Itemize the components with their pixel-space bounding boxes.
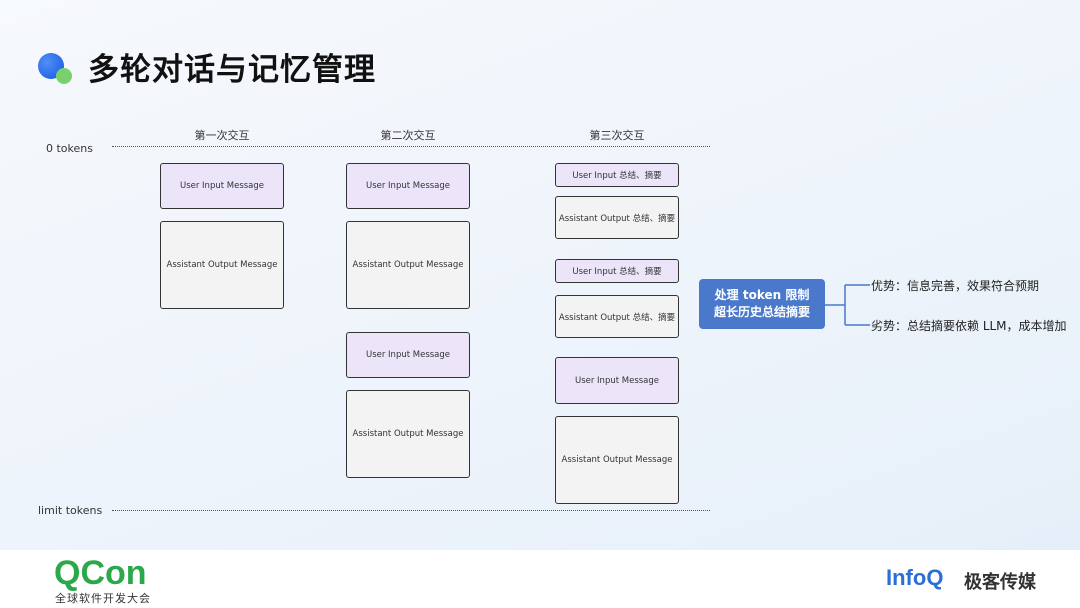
page-title: 多轮对话与记忆管理 (88, 52, 376, 88)
title-bullet-accent-icon (56, 68, 72, 84)
assistant-output-summary: Assistant Output 总结、摘要 (555, 196, 679, 239)
assistant-output-message: Assistant Output Message (555, 416, 679, 504)
qcon-subtitle: 全球软件开发大会 (55, 592, 151, 605)
zero-tokens-line (112, 146, 710, 147)
branch-connector (825, 284, 870, 326)
assistant-output-message: Assistant Output Message (346, 390, 470, 478)
infoq-logo: InfoQ (886, 565, 944, 590)
cons-label: 劣势：总结摘要依赖 LLM，成本增加 (871, 319, 1067, 333)
slide: 多轮对话与记忆管理 第一次交互 第二次交互 第三次交互 0 tokens lim… (0, 0, 1080, 550)
user-input-message: User Input Message (555, 357, 679, 404)
assistant-output-message: Assistant Output Message (346, 221, 470, 309)
strategy-line-1: 处理 token 限制 (714, 288, 810, 302)
user-input-summary: User Input 总结、摘要 (555, 163, 679, 187)
brand-name: 极客传媒 (964, 572, 1036, 593)
user-input-message: User Input Message (160, 163, 284, 209)
strategy-line-2: 超长历史总结摘要 (713, 305, 810, 319)
user-input-summary: User Input 总结、摘要 (555, 259, 679, 283)
footer (0, 550, 1080, 608)
qcon-logo: QCon (54, 554, 147, 592)
strategy-node: 处理 token 限制 超长历史总结摘要 (699, 279, 825, 329)
pros-label: 优势：信息完善，效果符合预期 (871, 279, 1040, 293)
assistant-output-summary: Assistant Output 总结、摘要 (555, 295, 679, 338)
user-input-message: User Input Message (346, 163, 470, 209)
assistant-output-message: Assistant Output Message (160, 221, 284, 309)
column-header-1: 第一次交互 (194, 129, 250, 142)
column-header-3: 第三次交互 (589, 129, 645, 142)
user-input-message: User Input Message (346, 332, 470, 378)
limit-tokens-line (112, 510, 710, 511)
zero-tokens-label: 0 tokens (46, 142, 93, 155)
limit-tokens-label: limit tokens (38, 504, 103, 517)
column-header-2: 第二次交互 (380, 129, 436, 142)
